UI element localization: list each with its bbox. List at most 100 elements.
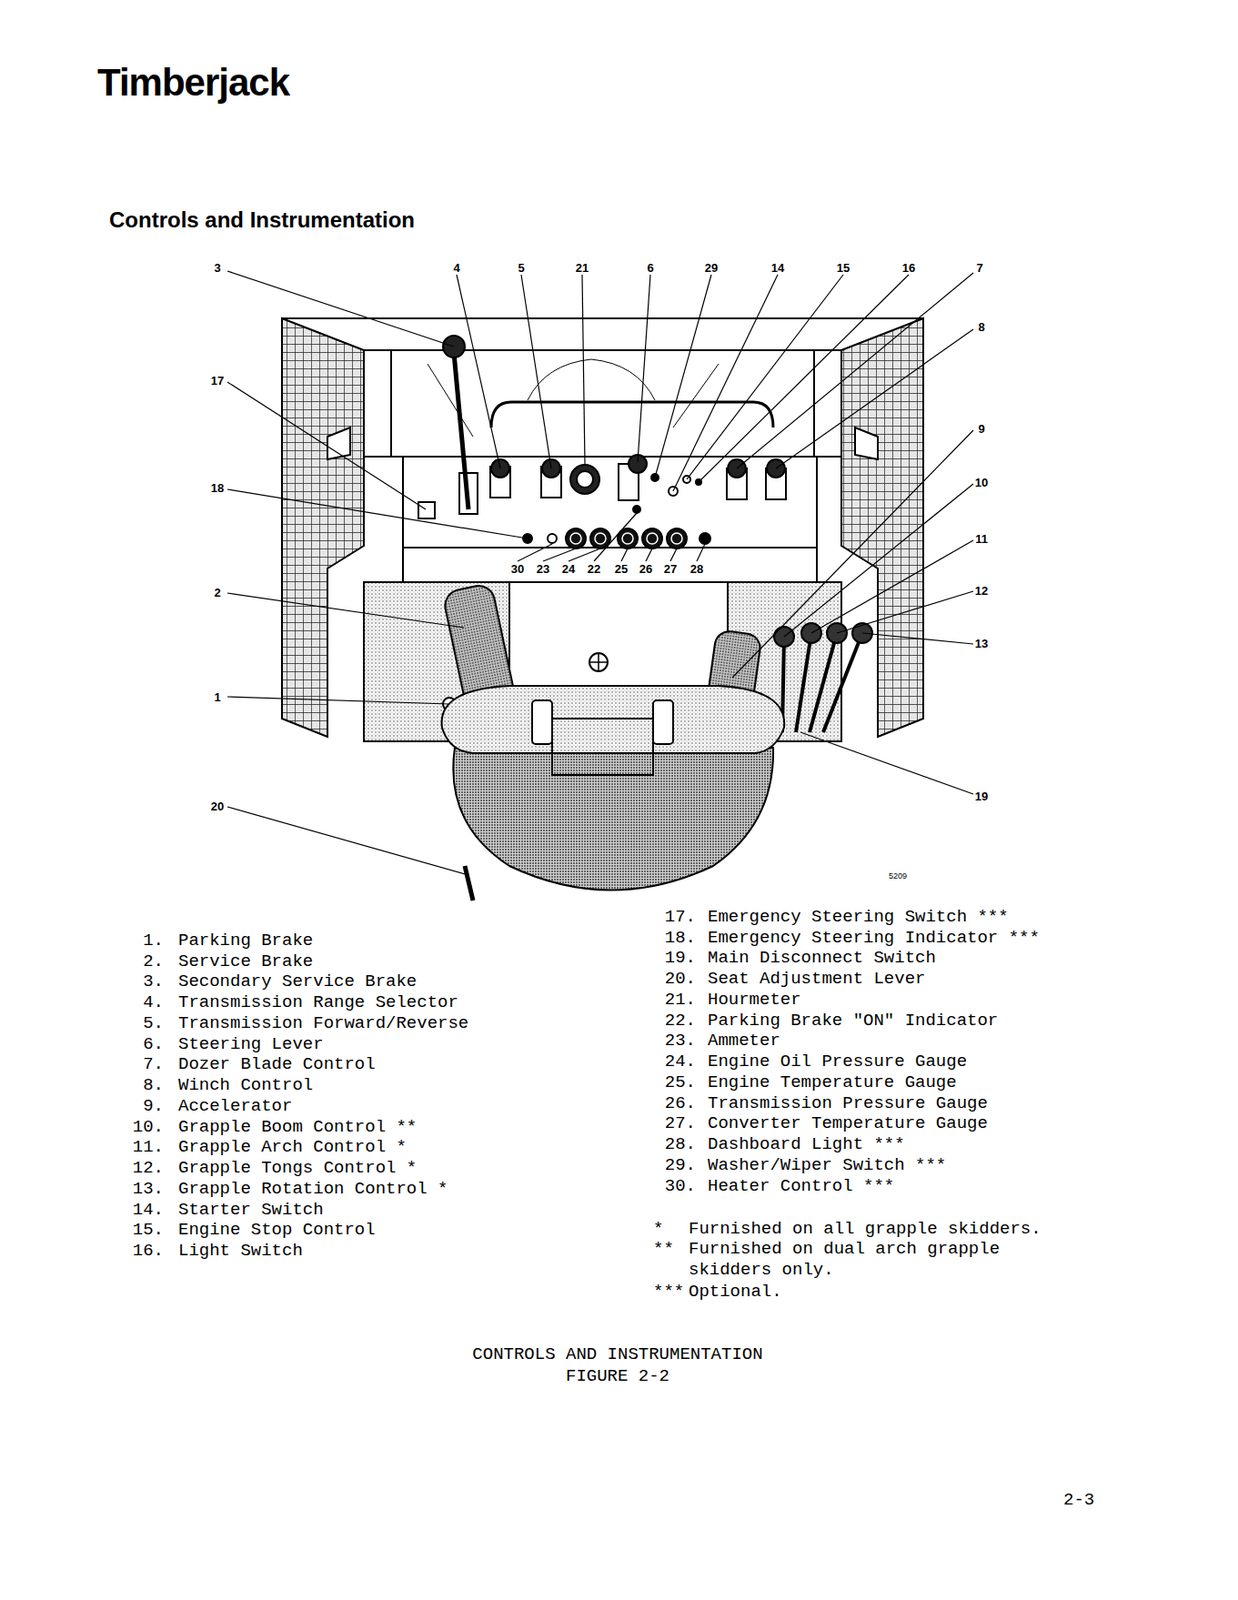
- leader-lines: [654, 274, 712, 478]
- item-name: Dashboard Light ***: [707, 1136, 906, 1154]
- item-number: 30.: [664, 1177, 696, 1196]
- grapple-lever: [809, 633, 837, 733]
- footnote-text: Optional.: [688, 1281, 1053, 1303]
- panel-icon: [418, 502, 435, 519]
- grapple-lever: [823, 633, 863, 733]
- item-name: Steering Lever: [178, 1036, 324, 1054]
- leader-lines: [698, 274, 909, 483]
- item-number: 2.: [142, 953, 164, 971]
- callout-number: 2: [212, 586, 222, 599]
- leader-lines: [800, 732, 974, 795]
- brand-name: Timberjack: [97, 63, 290, 102]
- item-name: Accelerator: [178, 1097, 292, 1116]
- leader-lines: [227, 271, 454, 347]
- controls: [442, 335, 873, 740]
- item-name: Dozer Blade Control: [178, 1056, 376, 1074]
- item-name: Transmission Pressure Gauge: [707, 1095, 988, 1113]
- item-name: Ammeter: [707, 1032, 781, 1050]
- heater-knob: [547, 533, 557, 544]
- callout-number: 25: [613, 563, 629, 575]
- item-number: 28.: [664, 1136, 696, 1154]
- item-number: 5.: [142, 1015, 164, 1033]
- callout-number: 6: [645, 261, 655, 274]
- item-number: 20.: [664, 970, 696, 988]
- callout-number: 20: [210, 800, 225, 813]
- leader-lines: [836, 591, 974, 634]
- seat-cushion: [452, 747, 774, 891]
- callout-number: 18: [210, 482, 225, 494]
- item-number: 12.: [132, 1159, 164, 1178]
- callout-number: 11: [974, 533, 989, 545]
- item-number: 16.: [132, 1242, 164, 1260]
- figure-code: 5209: [888, 872, 907, 881]
- item-name: Converter Temperature Gauge: [707, 1115, 988, 1133]
- leader-lines: [227, 806, 469, 876]
- item-number: 17.: [664, 908, 696, 926]
- callout-number: 14: [770, 261, 786, 274]
- callout-number: 9: [976, 422, 986, 435]
- window-reflection: [427, 363, 719, 437]
- item-number: 22.: [664, 1012, 696, 1030]
- item-number: 6.: [142, 1036, 164, 1054]
- gauge: [565, 528, 586, 549]
- leader-lines: [784, 483, 974, 637]
- seat-strap: [552, 718, 654, 776]
- callout-number: 15: [835, 261, 851, 274]
- callout-number: 4: [452, 261, 461, 274]
- panel-lower-face: [402, 547, 817, 583]
- item-number: 4.: [142, 994, 164, 1012]
- item-name: Starter Switch: [178, 1201, 324, 1219]
- item-number: 7.: [142, 1056, 164, 1074]
- left-cage: [281, 318, 364, 737]
- callout-number: 5: [516, 261, 525, 274]
- item-number: 13.: [132, 1180, 164, 1198]
- callout-number: 29: [704, 261, 719, 274]
- leader-lines: [227, 382, 426, 510]
- grapple-lever: [795, 633, 812, 733]
- callout-number: 17: [210, 374, 225, 387]
- leader-lines: [670, 548, 677, 562]
- gauge: [666, 528, 687, 549]
- leader-lines: [736, 272, 974, 469]
- item-name: Emergency Steering Indicator ***: [707, 929, 1040, 947]
- leader-lines: [775, 329, 974, 469]
- gauge-ring: [594, 533, 606, 544]
- item-number: 21.: [664, 991, 696, 1009]
- item-number: 14.: [132, 1201, 164, 1219]
- leader-lines: [227, 593, 464, 628]
- seat-lever: [464, 865, 474, 901]
- footnote-mark: *: [653, 1220, 664, 1238]
- item-number: 1.: [142, 932, 164, 950]
- leader-lines: [811, 540, 974, 634]
- figure-caption: CONTROLS AND INSTRUMENTATION FIGURE 2-2: [462, 1343, 773, 1388]
- item-number: 27.: [664, 1115, 696, 1133]
- console-cap-mark: [589, 653, 608, 672]
- leader-lines: [517, 543, 553, 562]
- item-name: Grapple Rotation Control *: [178, 1180, 448, 1198]
- leader-lines: [227, 696, 450, 705]
- leader-lines: [227, 271, 974, 876]
- item-name: Grapple Arch Control *: [178, 1138, 407, 1157]
- item-number: 25.: [664, 1074, 696, 1092]
- footnote-mark: ***: [653, 1283, 685, 1301]
- footnote-text: Furnished on all grapple skidders.: [688, 1218, 1053, 1240]
- hourmeter-dial: [570, 464, 600, 494]
- left-handle: [327, 427, 351, 460]
- footnote-text: Furnished on dual arch grapple skidders …: [688, 1238, 1053, 1281]
- seat-handle: [653, 700, 674, 745]
- item-name: Service Brake: [178, 953, 313, 971]
- callout-number: 19: [974, 790, 989, 803]
- item-name: Washer/Wiper Switch ***: [707, 1157, 947, 1175]
- gauge-ring: [671, 533, 683, 544]
- item-name: Light Switch: [178, 1242, 303, 1260]
- seat-handle: [532, 700, 553, 745]
- console-cap: [589, 653, 608, 672]
- footnote-mark: **: [653, 1240, 675, 1259]
- item-name: Engine Oil Pressure Gauge: [707, 1053, 967, 1071]
- item-name: Emergency Steering Switch ***: [707, 908, 1009, 926]
- callout-number: 16: [901, 261, 916, 274]
- leader-lines: [637, 274, 651, 463]
- callout-number: 28: [689, 563, 705, 575]
- item-name: Parking Brake "ON" Indicator: [707, 1012, 998, 1030]
- callout-number: 7: [975, 261, 984, 274]
